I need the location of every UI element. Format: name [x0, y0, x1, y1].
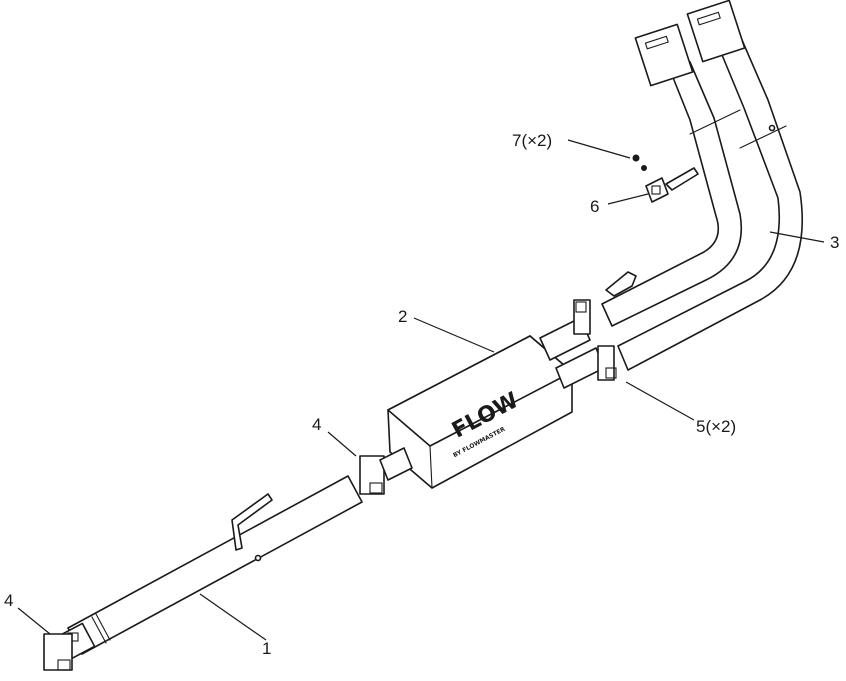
callout-1: 1 — [262, 639, 271, 658]
hanger-bracket — [645, 177, 669, 203]
bolts — [632, 154, 647, 171]
leader-7 — [567, 139, 631, 159]
clamp-mid — [359, 455, 385, 495]
callout-7: 7(×2) — [512, 131, 552, 150]
callout-4-left: 4 — [4, 591, 13, 610]
clamp-outlet-pair — [573, 299, 617, 381]
callout-6: 6 — [590, 197, 599, 216]
leader-5 — [625, 381, 695, 421]
tailpipes — [601, 0, 804, 371]
front-pipe — [58, 475, 363, 660]
leader-4-left — [17, 607, 51, 635]
callout-3: 3 — [830, 233, 839, 252]
clamp-left — [43, 633, 73, 671]
callout-4-mid: 4 — [312, 415, 321, 434]
leader-2 — [413, 317, 495, 353]
leader-1 — [199, 593, 267, 641]
leader-4-mid — [327, 431, 357, 457]
callout-5: 5(×2) — [696, 417, 736, 436]
leader-6 — [607, 193, 649, 205]
callout-2: 2 — [398, 307, 407, 326]
leader-3 — [769, 231, 825, 243]
muffler: FLOW BY FLOWMASTER — [379, 317, 605, 489]
